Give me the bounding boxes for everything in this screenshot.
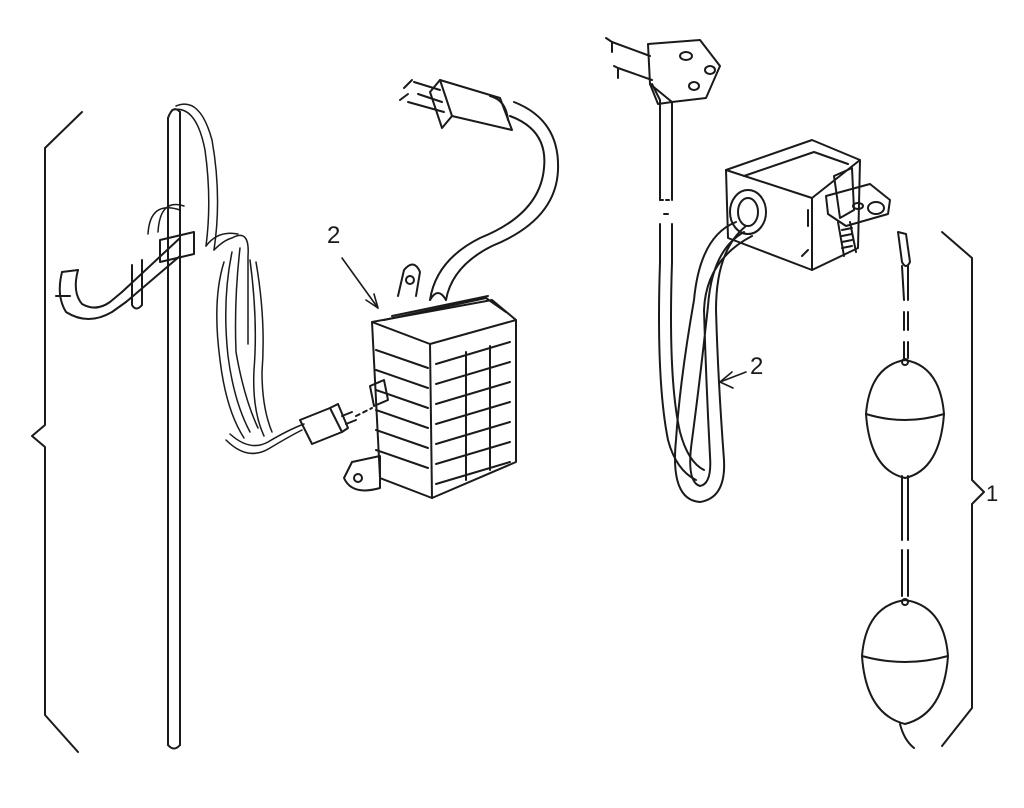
sensor-wire (147, 103, 305, 455)
wire-connector (299, 403, 357, 445)
switch-cord (658, 221, 753, 503)
float-chain (897, 231, 915, 749)
callout-leaders (341, 257, 747, 389)
transformer (343, 263, 517, 499)
part-number-1-float-assembly: 1 (986, 481, 999, 506)
upper-float (865, 358, 945, 479)
part-number-2-switch-cord: 2 (750, 353, 764, 380)
float-group-bracket (941, 231, 985, 747)
switch-power-plug (605, 37, 721, 263)
left-group-bracket (31, 111, 83, 753)
pump-switch (725, 139, 891, 271)
lower-float (861, 598, 949, 725)
transformer-power-cord (399, 79, 560, 301)
rod-clamp (55, 231, 195, 320)
part-number-2-transformer: 2 (327, 222, 341, 249)
connector-leader (355, 407, 373, 417)
